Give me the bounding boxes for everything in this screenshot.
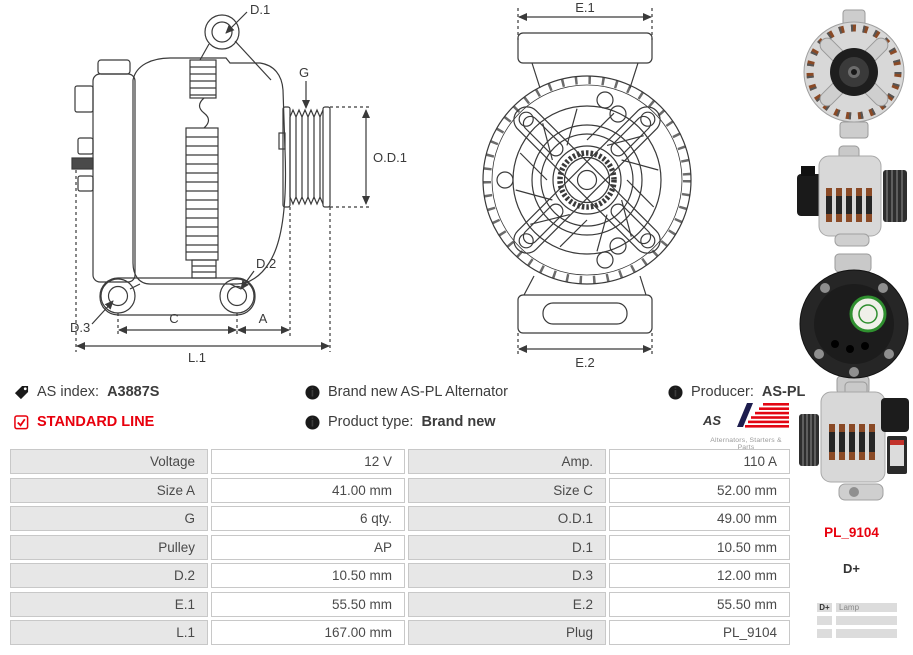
dim-label-d1: D.1 bbox=[250, 2, 270, 17]
product-photo-rear[interactable] bbox=[795, 252, 913, 396]
info-icon: i bbox=[305, 385, 320, 400]
terminal-table-cell bbox=[817, 616, 832, 625]
svg-text:i: i bbox=[311, 385, 314, 399]
spec-value: PL_9104 bbox=[609, 620, 790, 645]
plug-code-label: PL_9104 bbox=[824, 525, 879, 540]
terminal-table-cell bbox=[836, 629, 897, 638]
specs-table: Voltage 12 V Amp. 110 A Size A 41.00 mm … bbox=[10, 449, 790, 645]
product-photo-side-right[interactable] bbox=[795, 144, 913, 248]
svg-text:i: i bbox=[674, 385, 677, 399]
terminal-table-cell bbox=[817, 629, 832, 638]
as-pl-logo: AS Alternators, Starters & Parts bbox=[701, 401, 791, 451]
dim-label-d2: D.2 bbox=[256, 256, 276, 271]
spec-label: Size A bbox=[10, 477, 208, 503]
terminal-table-cell bbox=[836, 616, 897, 625]
spec-value: 167.00 mm bbox=[211, 620, 405, 645]
alternator-side-outline bbox=[71, 11, 372, 352]
dim-label-d3: D.3 bbox=[70, 320, 90, 335]
dim-label-e1: E.1 bbox=[575, 0, 595, 15]
spec-label: D.2 bbox=[10, 563, 208, 588]
spec-label: Size C bbox=[408, 477, 606, 503]
side-view-drawing: D.1 G O.D.1 D.2 D.3 C A L.1 bbox=[70, 2, 407, 365]
standard-line-label: STANDARD LINE bbox=[37, 414, 155, 430]
spec-value: 6 qty. bbox=[211, 506, 405, 531]
as-index-label: AS index: bbox=[37, 384, 100, 400]
spec-label: Amp. bbox=[408, 449, 606, 474]
spec-label: Voltage bbox=[10, 449, 208, 474]
spec-label: D.1 bbox=[408, 534, 606, 560]
spec-value: 55.50 mm bbox=[211, 591, 405, 617]
product-photo-front[interactable] bbox=[795, 8, 913, 140]
info-icon: i bbox=[305, 415, 320, 430]
terminal-table-name: Lamp bbox=[836, 603, 897, 612]
front-view-drawing: E.1 E.2 bbox=[482, 0, 692, 370]
as-index-value: A3887S bbox=[107, 384, 160, 400]
spec-value: 110 A bbox=[609, 449, 790, 474]
spec-label: E.1 bbox=[10, 591, 208, 617]
tag-icon bbox=[14, 385, 29, 400]
terminal-label: D+ bbox=[843, 561, 860, 576]
svg-text:i: i bbox=[311, 415, 314, 429]
spec-label: Plug bbox=[408, 620, 606, 645]
spec-label: E.2 bbox=[408, 591, 606, 617]
spec-value: 41.00 mm bbox=[211, 477, 405, 503]
dim-label-od1: O.D.1 bbox=[373, 150, 407, 165]
product-type: i Product type: Brand new bbox=[305, 414, 496, 430]
logo-caption: Alternators, Starters & Parts bbox=[710, 437, 782, 451]
spec-value: AP bbox=[211, 534, 405, 560]
spec-label: Pulley bbox=[10, 534, 208, 560]
spec-value: 55.50 mm bbox=[609, 591, 790, 617]
spec-value: 52.00 mm bbox=[609, 477, 790, 503]
spec-value: 49.00 mm bbox=[609, 506, 790, 531]
spec-label: G bbox=[10, 506, 208, 531]
spec-label: L.1 bbox=[10, 620, 208, 645]
terminal-table-header: D+ bbox=[817, 603, 832, 612]
dim-label-c: C bbox=[169, 311, 178, 326]
spec-value: 10.50 mm bbox=[609, 534, 790, 560]
spec-value: 12 V bbox=[211, 449, 405, 474]
product-type-value: Brand new bbox=[421, 414, 496, 430]
spec-value: 12.00 mm bbox=[609, 563, 790, 588]
info-icon: i bbox=[668, 385, 683, 400]
as-pl-logo-mark: AS bbox=[702, 403, 789, 428]
standard-line: STANDARD LINE bbox=[14, 414, 154, 430]
as-index: AS index: A3887S bbox=[14, 384, 159, 400]
dim-label-l1: L.1 bbox=[188, 350, 206, 365]
brand-new-text: Brand new AS-PL Alternator bbox=[328, 384, 509, 400]
alternator-front-outline bbox=[482, 8, 692, 356]
product-type-label: Product type: bbox=[328, 414, 414, 430]
logo-as-text: AS bbox=[702, 413, 721, 428]
brand-new-note: i Brand new AS-PL Alternator bbox=[305, 384, 508, 400]
producer: i Producer: AS-PL bbox=[668, 384, 805, 400]
producer-label: Producer: bbox=[691, 384, 754, 400]
producer-value: AS-PL bbox=[761, 384, 806, 400]
checkbox-checked-icon bbox=[14, 414, 29, 430]
spec-value: 10.50 mm bbox=[211, 563, 405, 588]
dim-label-e2: E.2 bbox=[575, 355, 595, 370]
dim-label-g: G bbox=[299, 65, 309, 80]
dim-label-a: A bbox=[259, 311, 268, 326]
terminal-table: D+ Lamp bbox=[817, 603, 897, 638]
spec-label: D.3 bbox=[408, 563, 606, 588]
product-photo-side-left[interactable] bbox=[795, 378, 913, 518]
spec-label: O.D.1 bbox=[408, 506, 606, 531]
